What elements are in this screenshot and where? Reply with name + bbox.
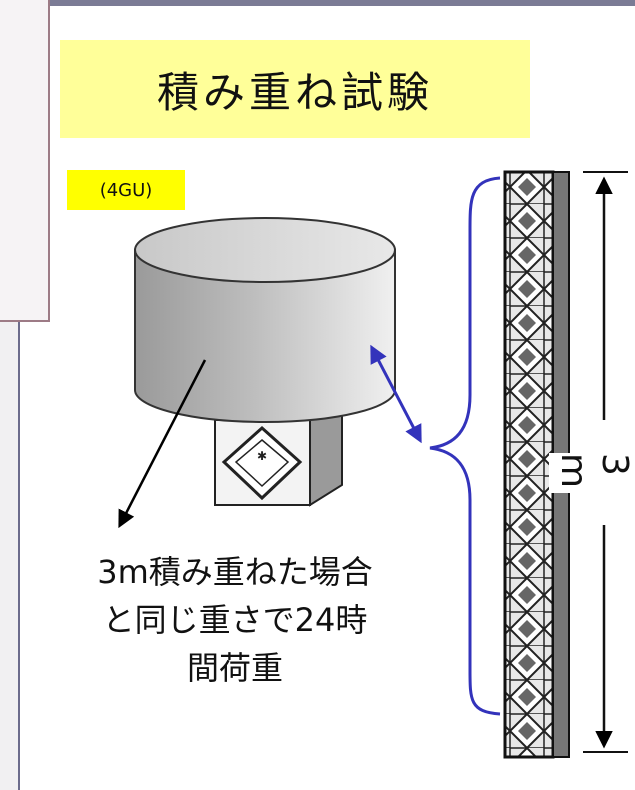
previous-slide-edge [0, 0, 50, 322]
package-code-tag: (4GU) [67, 170, 185, 210]
load-arrow [118, 359, 207, 529]
hazard-diamond-icon: ✱ [221, 425, 303, 501]
caption-line-1: 3m積み重ねた場合 [97, 553, 373, 591]
dimension-label: 3 m [549, 453, 635, 493]
stack-brace [429, 176, 501, 716]
equivalence-arrow [370, 344, 422, 444]
drum-icon [134, 217, 396, 423]
page-title: 積み重ね試験 [156, 67, 433, 117]
height-dimension [583, 171, 628, 753]
caption: 3m積み重ねた場合 と同じ重さで24時 間荷重 [40, 548, 430, 692]
title-banner: 積み重ね試験 [60, 40, 530, 138]
svg-text:✱: ✱ [257, 449, 267, 463]
stack-of-boxes-icon [503, 170, 570, 759]
caption-line-2: と同じ重さで24時 [102, 601, 368, 639]
caption-line-3: 間荷重 [186, 649, 283, 687]
